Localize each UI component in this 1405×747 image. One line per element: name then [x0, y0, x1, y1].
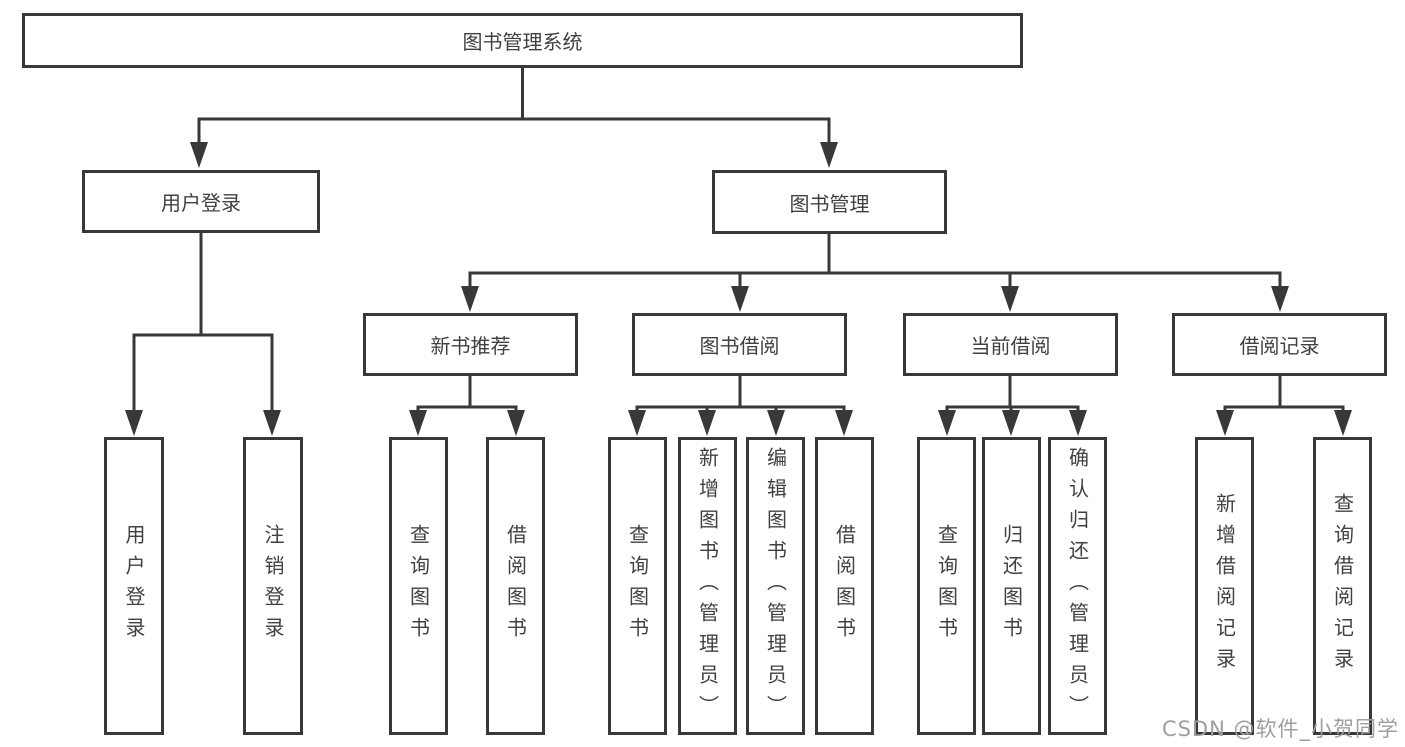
node-current-borrowing: 当前借阅 — [903, 313, 1118, 376]
leaf-user-login: 用户登录 — [104, 437, 164, 735]
leaf-borrow-books-borrowing: 借阅图书 — [815, 437, 874, 735]
node-library-management-system: 图书管理系统 — [22, 13, 1023, 68]
node-new-book-recommendation: 新书推荐 — [363, 313, 578, 376]
node-book-management: 图书管理 — [712, 170, 947, 234]
leaf-query-books-borrowing: 查询图书 — [608, 437, 667, 735]
leaf-borrow-books-newbook: 借阅图书 — [486, 437, 545, 735]
leaf-logout: 注销登录 — [243, 437, 303, 735]
node-borrowing-records: 借阅记录 — [1172, 313, 1387, 376]
leaf-add-books-admin: 新增图书（管理员） — [678, 437, 737, 735]
leaf-query-borrow-record: 查询借阅记录 — [1313, 437, 1372, 735]
leaf-add-borrow-record: 新增借阅记录 — [1195, 437, 1254, 735]
leaf-return-books: 归还图书 — [982, 437, 1041, 735]
node-user-login: 用户登录 — [82, 170, 320, 233]
leaf-confirm-return-admin: 确认归还（管理员） — [1048, 437, 1107, 735]
csdn-watermark: CSDN @软件_小贺同学 — [1161, 717, 1399, 741]
node-book-borrowing: 图书借阅 — [632, 313, 847, 376]
leaf-query-books-current: 查询图书 — [917, 437, 976, 735]
leaf-query-books-newbook: 查询图书 — [389, 437, 448, 735]
leaf-edit-books-admin: 编辑图书（管理员） — [746, 437, 805, 735]
